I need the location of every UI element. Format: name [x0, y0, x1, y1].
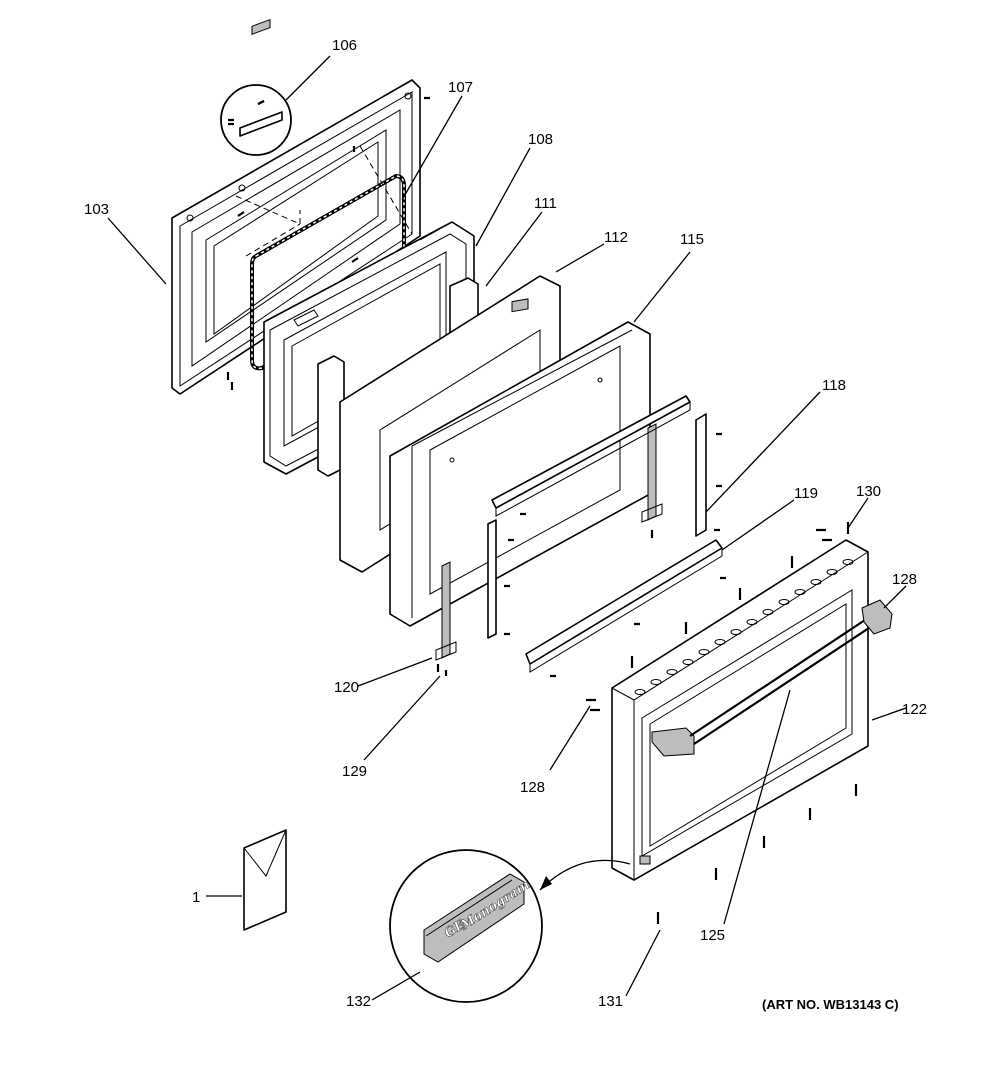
callout-128-lower: 128 — [520, 779, 545, 796]
callout-131: 131 — [598, 993, 623, 1010]
screws — [228, 96, 858, 924]
leader-lines — [107, 55, 907, 1001]
hinge-rail-120 — [435, 423, 663, 661]
callout-125: 125 — [700, 927, 725, 944]
outer-door-panel-122 — [611, 539, 869, 881]
callout-128-upper: 128 — [892, 571, 917, 588]
detail-circle-106 — [220, 19, 292, 156]
callout-111: 111 — [534, 195, 557, 212]
callout-106: 106 — [332, 37, 357, 54]
callout-107: 107 — [448, 79, 473, 96]
lower-channel-119 — [525, 539, 723, 673]
literature-item-1 — [243, 829, 287, 931]
door-handle-125 — [651, 599, 893, 757]
callout-103: 103 — [84, 201, 109, 218]
upper-channel-118 — [487, 395, 707, 639]
callout-115: 115 — [680, 231, 704, 248]
callout-labels: 106 107 103 108 111 112 115 118 119 130 … — [84, 37, 927, 1010]
callout-1: 1 — [192, 889, 200, 906]
art-number: (ART NO. WB13143 C) — [762, 997, 899, 1012]
badge-detail-circle-132: GE Monogram — [389, 849, 631, 1003]
callout-130: 130 — [856, 483, 881, 500]
callout-112: 112 — [604, 229, 628, 246]
callout-129: 129 — [342, 763, 367, 780]
callout-119: 119 — [794, 485, 818, 502]
callout-122: 122 — [902, 701, 927, 718]
callout-132: 132 — [346, 993, 371, 1010]
callout-108: 108 — [528, 131, 553, 148]
callout-118: 118 — [822, 377, 846, 394]
callout-120: 120 — [334, 679, 359, 696]
